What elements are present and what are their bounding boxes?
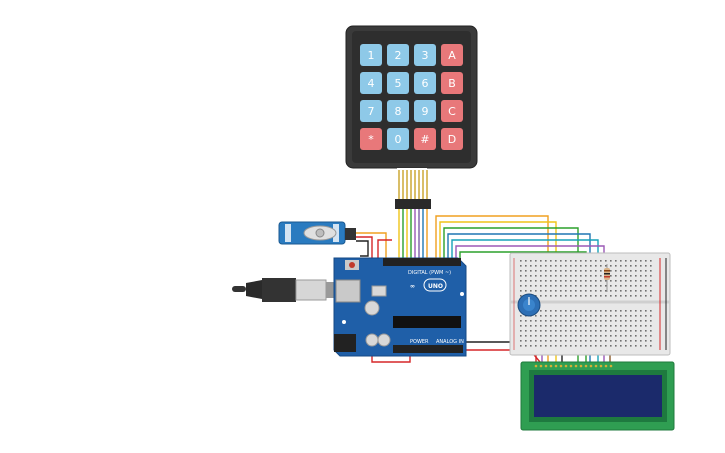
keypad-key-label: 3 [422, 49, 429, 62]
keypad-key-label: C [448, 105, 456, 118]
keypad-key-label: 1 [368, 49, 375, 62]
keypad-key-label: 7 [368, 105, 375, 118]
membrane-keypad[interactable]: 1 2 3 A 4 5 6 B 7 8 9 C * 0 # D [345, 25, 478, 209]
keypad-key-7[interactable]: 7 [360, 100, 382, 122]
keypad-key-D[interactable]: D [441, 128, 463, 150]
keypad-key-label: 4 [368, 77, 375, 90]
keypad-key-label: A [448, 49, 456, 62]
arduino-uno-board[interactable]: ∞ UNO DIGITAL (PWM ~) POWER ANALOG IN [333, 257, 467, 357]
potentiometer-icon[interactable] [517, 293, 541, 317]
keypad-key-label: 5 [395, 77, 402, 90]
keypad-key-0[interactable]: 0 [387, 128, 409, 150]
keypad-key-3[interactable]: 3 [414, 44, 436, 66]
keypad-key-label: 8 [395, 105, 402, 118]
keypad-key-label: B [448, 77, 456, 90]
keypad-key-label: 6 [422, 77, 429, 90]
keypad-key-*[interactable]: * [360, 128, 382, 150]
keypad-key-label: # [420, 133, 429, 146]
keypad-key-C[interactable]: C [441, 100, 463, 122]
keypad-ribbon-cable [395, 168, 431, 209]
keypad-key-6[interactable]: 6 [414, 72, 436, 94]
keypad-key-A[interactable]: A [441, 44, 463, 66]
breadboard[interactable] [509, 252, 671, 356]
arduino-model-label: UNO [428, 283, 443, 290]
power-label: POWER [410, 339, 429, 345]
keypad-key-5[interactable]: 5 [387, 72, 409, 94]
resistor-icon [604, 264, 610, 292]
keypad-key-9[interactable]: 9 [414, 100, 436, 122]
keypad-key-#[interactable]: # [414, 128, 436, 150]
keypad-key-2[interactable]: 2 [387, 44, 409, 66]
keypad-key-label: 0 [395, 133, 402, 146]
keypad-key-label: 9 [422, 105, 429, 118]
keypad-key-4[interactable]: 4 [360, 72, 382, 94]
keypad-key-label: * [368, 133, 374, 146]
lcd-16x2-display[interactable] [520, 361, 675, 431]
digital-header-label: DIGITAL (PWM ~) [408, 270, 451, 276]
keypad-key-8[interactable]: 8 [387, 100, 409, 122]
keypad-key-1[interactable]: 1 [360, 44, 382, 66]
arduino-logo: ∞ [410, 283, 415, 290]
usb-connector-icon [232, 278, 334, 302]
keypad-key-B[interactable]: B [441, 72, 463, 94]
analog-label: ANALOG IN [436, 339, 464, 345]
servo-motor-icon[interactable] [278, 221, 356, 245]
keypad-key-label: D [448, 133, 456, 146]
keypad-key-label: 2 [395, 49, 402, 62]
